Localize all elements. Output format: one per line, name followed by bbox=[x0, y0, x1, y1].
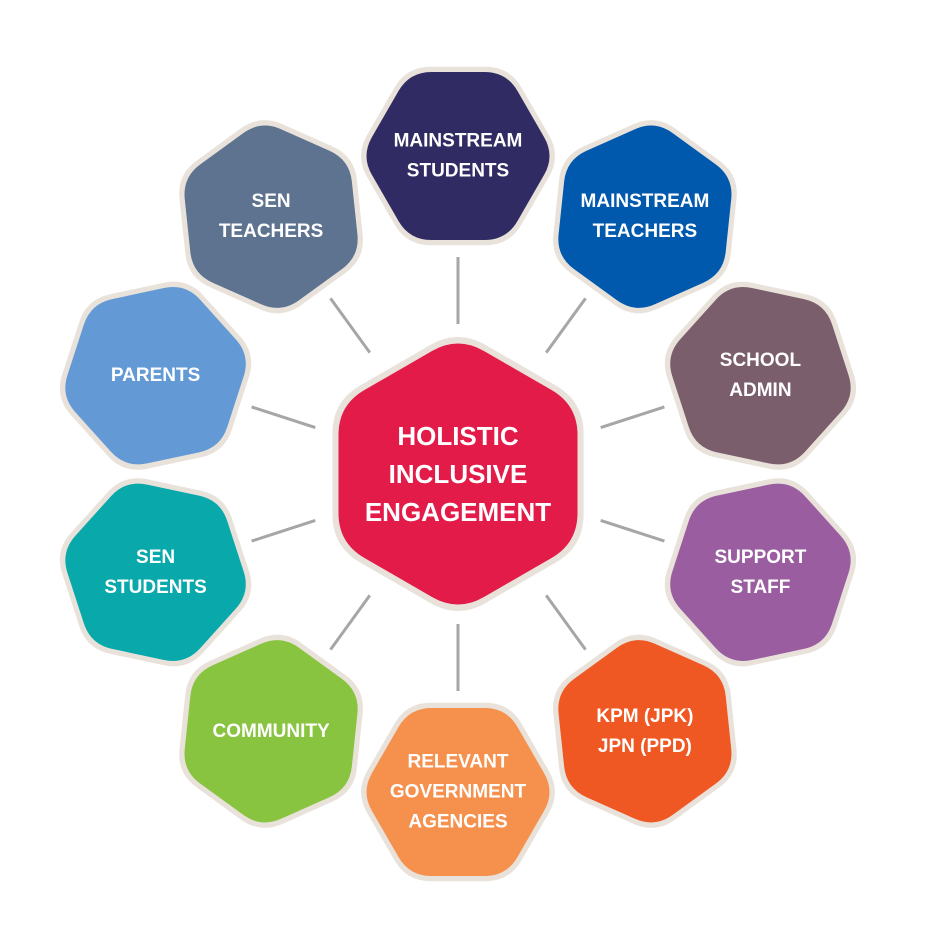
spoke-community bbox=[329, 594, 372, 651]
node-mainstream-teachers: MAINSTREAM TEACHERS bbox=[553, 120, 737, 314]
center-hexagon bbox=[338, 343, 578, 605]
node-sen-teachers: SEN TEACHERS bbox=[179, 120, 363, 314]
mainstream-students-hexagon bbox=[366, 72, 550, 240]
outer-nodes: MAINSTREAM STUDENTS MAINSTREAM TEACHERS SCHO… bbox=[59, 66, 857, 882]
spoke-kpm-jpn bbox=[544, 594, 587, 651]
mainstream-teachers-label-line-2: TEACHERS bbox=[593, 221, 698, 242]
node-community: COMMUNITY bbox=[179, 634, 363, 828]
mainstream-teachers-hexagon bbox=[558, 125, 732, 308]
mainstream-teachers-label-line-1: MAINSTREAM bbox=[581, 191, 710, 212]
center-node: HOLISTIC INCLUSIVE ENGAGEMENT bbox=[332, 337, 584, 611]
school-admin-label-line-2: ADMIN bbox=[729, 380, 791, 401]
mainstream-students-label-line-1: MAINSTREAM bbox=[394, 131, 523, 152]
sen-teachers-label-line-1: SEN bbox=[252, 191, 291, 212]
spoke-sen-teachers bbox=[329, 297, 372, 354]
kpm-jpn-label-line-1: KPM (JPK) bbox=[596, 706, 693, 727]
center-label-line-3: ENGAGEMENT bbox=[365, 497, 551, 527]
spoke-sen-students bbox=[251, 518, 316, 543]
kpm-jpn-hexagon bbox=[558, 640, 732, 823]
community-label-line-1: COMMUNITY bbox=[213, 721, 330, 742]
relevant-government-agencies-label-line-2: GOVERNMENT bbox=[390, 782, 527, 803]
spoke-mainstream-teachers bbox=[544, 297, 587, 354]
spoke-parents bbox=[251, 405, 316, 430]
parents-label-line-1: PARENTS bbox=[111, 365, 200, 386]
connector-lines bbox=[251, 257, 665, 691]
node-support-staff: SUPPORT STAFF bbox=[664, 478, 857, 667]
spoke-school-admin bbox=[600, 405, 665, 430]
node-kpm-jpn: KPM (JPK) JPN (PPD) bbox=[553, 634, 737, 828]
center-label-line-2: INCLUSIVE bbox=[389, 459, 528, 489]
spoke-support-staff bbox=[600, 518, 665, 543]
support-staff-label-line-1: SUPPORT bbox=[715, 547, 807, 568]
sen-students-hexagon bbox=[65, 483, 246, 661]
node-parents: PARENTS bbox=[59, 281, 252, 470]
support-staff-hexagon bbox=[670, 483, 851, 661]
node-sen-students: SEN STUDENTS bbox=[59, 478, 252, 667]
relevant-government-agencies-label-line-1: RELEVANT bbox=[408, 752, 509, 773]
node-mainstream-students: MAINSTREAM STUDENTS bbox=[361, 66, 555, 246]
parents-hexagon bbox=[65, 287, 246, 465]
relevant-government-agencies-label-line-3: AGENCIES bbox=[408, 812, 507, 833]
school-admin-label-line-1: SCHOOL bbox=[720, 350, 802, 371]
mainstream-students-label-line-2: STUDENTS bbox=[407, 161, 509, 182]
community-hexagon bbox=[184, 640, 358, 823]
sen-students-label-line-2: STUDENTS bbox=[104, 577, 206, 598]
sen-teachers-label-line-2: TEACHERS bbox=[219, 221, 324, 242]
node-school-admin: SCHOOL ADMIN bbox=[664, 281, 857, 470]
relevant-government-agencies-hexagon bbox=[366, 708, 550, 876]
sen-students-label-line-1: SEN bbox=[136, 547, 175, 568]
sen-teachers-hexagon bbox=[184, 125, 358, 308]
support-staff-label-line-2: STAFF bbox=[731, 577, 791, 598]
kpm-jpn-label-line-2: JPN (PPD) bbox=[598, 736, 692, 757]
center-label-line-1: HOLISTIC bbox=[397, 421, 519, 451]
node-relevant-government-agencies: RELEVANT GOVERNMENT AGENCIES bbox=[361, 702, 555, 882]
school-admin-hexagon bbox=[670, 287, 851, 465]
